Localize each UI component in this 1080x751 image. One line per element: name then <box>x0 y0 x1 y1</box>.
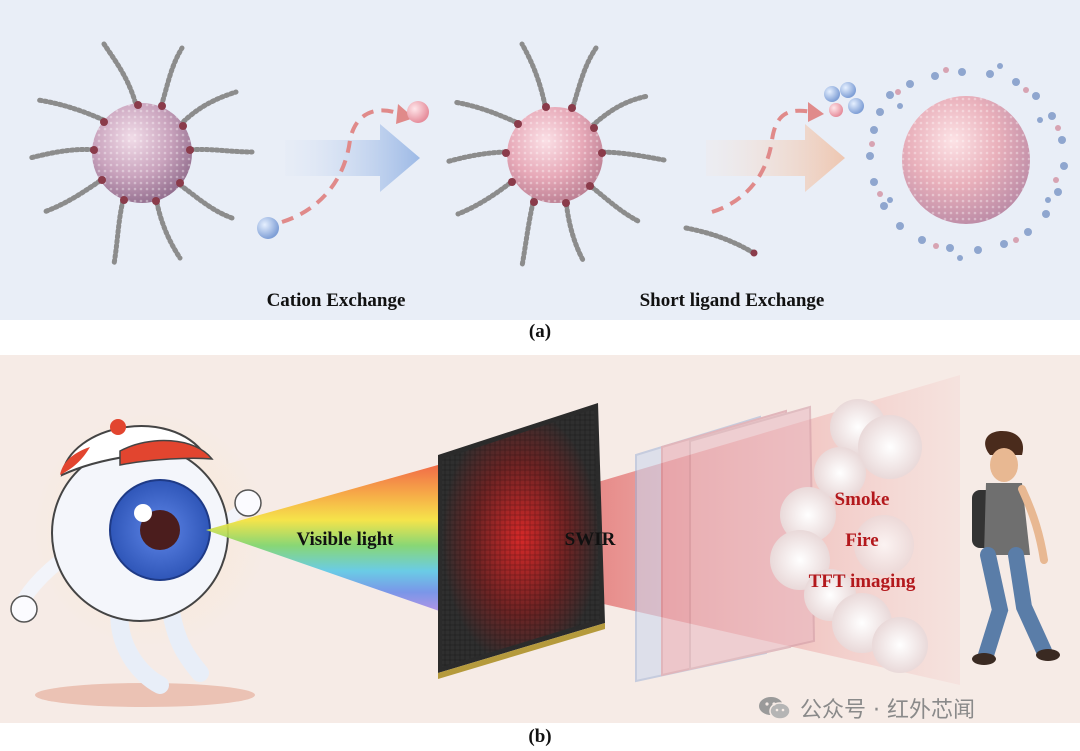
wechat-icon <box>758 695 792 721</box>
quantum-dot-short-ligands <box>866 63 1068 261</box>
ligand-exchange-arrow <box>683 82 864 257</box>
short-ligand-molecule <box>824 82 864 117</box>
swir-label: SWIR <box>565 529 616 550</box>
short-ligand-exchange-label: Short ligand Exchange <box>640 290 825 311</box>
swir-sensor-chip: SWIR <box>438 403 616 679</box>
panel-b-caption: (b) <box>528 726 552 747</box>
panel-a-caption: (a) <box>528 321 552 342</box>
panel-a: Cation Exchange Short ligand Exchange <box>0 0 1080 320</box>
quantum-dot-exchanged <box>443 41 667 269</box>
application-smoke: Smoke <box>835 489 890 510</box>
eye-character <box>10 412 268 707</box>
visible-light-label: Visible light <box>297 529 395 550</box>
cation-exchange-arrow <box>257 101 429 239</box>
application-tft-imaging: TFT imaging <box>809 571 916 592</box>
cation-sphere-out <box>407 101 429 123</box>
panel-a-illustration: Cation Exchange Short ligand Exchange <box>27 41 1068 311</box>
display-panels <box>635 405 816 683</box>
released-ligand <box>683 225 755 255</box>
cation-sphere-in <box>257 217 279 239</box>
quantum-dot-long-ligands <box>27 41 255 267</box>
panel-b-illustration: Visible light SWIR <box>10 375 1060 707</box>
smoke-cloud <box>770 399 928 673</box>
panel-b: Visible light SWIR <box>0 355 1080 723</box>
cation-exchange-label: Cation Exchange <box>267 290 406 311</box>
watermark-text: 公众号 · 红外芯闻 <box>800 698 975 723</box>
application-fire: Fire <box>845 530 878 551</box>
visible-light-beam <box>206 463 445 613</box>
walking-person <box>972 431 1060 665</box>
watermark: 公众号 · 红外芯闻 <box>758 688 1058 728</box>
